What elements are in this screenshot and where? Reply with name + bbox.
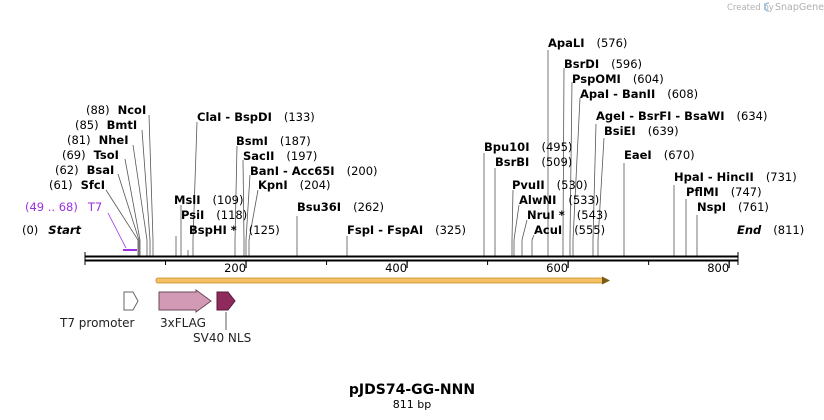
feature-track: T7 promoter 3xFLAG SV40 NLS — [59, 289, 251, 345]
orf-bar[interactable] — [155, 276, 610, 285]
site-bsmi: BsmI(187) — [236, 134, 311, 148]
feature-3xflag[interactable] — [158, 289, 212, 313]
site-nrui: NruI *(543) — [527, 208, 608, 222]
site-nspi: NspI(761) — [697, 200, 769, 214]
feature-label-sv40-nls: SV40 NLS — [193, 331, 251, 345]
site-agei: AgeI - BsrFI - BsaWI(634) — [596, 109, 767, 123]
site-bsrdi: BsrDI(596) — [564, 57, 642, 71]
leader-bsmi — [234, 145, 238, 256]
leader-kpni — [248, 189, 259, 256]
site-pspomi: PspOMI(604) — [572, 72, 664, 86]
site-psii: PsiI(118) — [181, 208, 247, 222]
site-eaei: EaeI(670) — [624, 148, 695, 162]
primer-t7-label: (49 .. 68)T7 — [25, 200, 102, 214]
map-length: 811 bp — [393, 398, 431, 411]
site-sfci: (61)SfcI — [49, 178, 105, 192]
site-bsrbi: BsrBI(509) — [495, 155, 572, 169]
site-hpai: HpaI - HincII(731) — [674, 170, 797, 184]
site-sacii: SacII(197) — [243, 149, 317, 163]
feature-label-3xflag: 3xFLAG — [160, 316, 206, 330]
site-alwni: AlwNI(533) — [519, 193, 599, 207]
map-title: pJDS74-GG-NNN — [349, 382, 475, 398]
ruler-tick-label: 800 — [707, 261, 729, 275]
leader-agei — [592, 123, 597, 256]
feature-t7-promoter[interactable] — [123, 291, 139, 311]
leader-tsoi — [124, 158, 141, 256]
leader-apai — [572, 97, 581, 256]
credit: Created by SnapGene — [727, 2, 824, 13]
orf-body — [155, 277, 605, 284]
leader-alwni — [513, 204, 520, 256]
site-bsu36i: Bsu36I(262) — [297, 200, 384, 214]
end-label: End(811) — [737, 223, 804, 237]
site-kpni: KpnI(204) — [258, 178, 331, 192]
ruler-tick-label: 400 — [385, 261, 407, 275]
site-pflmi: PflMI(747) — [686, 185, 762, 199]
leader-ncoi — [148, 114, 154, 256]
leader-sfci — [105, 189, 139, 256]
leader-nrui — [521, 219, 528, 256]
site-bmti: (85)BmtI — [75, 118, 137, 132]
start-label: (0)Start — [22, 223, 82, 237]
leader-acui — [531, 234, 535, 256]
site-bsphi: BspHI *(125) — [189, 223, 280, 237]
orf-arrowhead — [602, 276, 610, 285]
site-bsiei: BsiEI(639) — [604, 124, 679, 138]
ruler-tick-label: 200 — [224, 261, 246, 275]
site-apali: ApaLI(576) — [548, 36, 627, 50]
ruler-ticks: 200 400 600 800 — [165, 261, 730, 275]
leader-pspomi — [569, 81, 573, 256]
credit-label: Created by — [727, 3, 774, 13]
site-bsai: (62)BsaI — [55, 163, 114, 177]
leader-lines — [105, 50, 698, 256]
leader-t7 — [107, 212, 127, 249]
leader-bsrdi — [562, 67, 565, 256]
credit-app: SnapGene — [775, 2, 824, 13]
site-acui: AcuI(555) — [534, 223, 605, 237]
leader-bani — [245, 174, 251, 256]
site-ncoi: (88)NcoI — [86, 103, 146, 117]
dna-backbone — [84, 252, 739, 265]
leader-nhei — [132, 144, 148, 256]
leader-clai — [192, 121, 198, 256]
site-msli: MslI(109) — [174, 193, 243, 207]
leader-sacii — [242, 159, 245, 256]
site-bpu10i: Bpu10I(495) — [484, 140, 572, 154]
leader-bmti — [141, 129, 151, 256]
leader-bsai — [117, 173, 140, 256]
feature-sv40-nls[interactable] — [216, 291, 236, 311]
site-clai: ClaI - BspDI(133) — [197, 110, 315, 124]
enzyme-labels: (88)NcoI (85)BmtI (81)NheI (69)TsoI (62)… — [22, 36, 804, 237]
site-apai: ApaI - BanII(608) — [580, 87, 698, 101]
ruler-tick-label: 600 — [546, 261, 568, 275]
site-pvuii: PvuII(530) — [512, 178, 588, 192]
leader-bsiei — [597, 137, 605, 256]
site-nhei: (81)NheI — [67, 133, 129, 147]
feature-label-t7-promoter: T7 promoter — [59, 316, 135, 330]
site-tsoi: (69)TsoI — [62, 148, 119, 162]
snapgene-logo-icon — [764, 2, 770, 12]
site-bani: BanI - Acc65I(200) — [250, 164, 378, 178]
site-fspi: FspI - FspAI(325) — [347, 223, 466, 237]
leader-pvuii — [511, 189, 514, 256]
